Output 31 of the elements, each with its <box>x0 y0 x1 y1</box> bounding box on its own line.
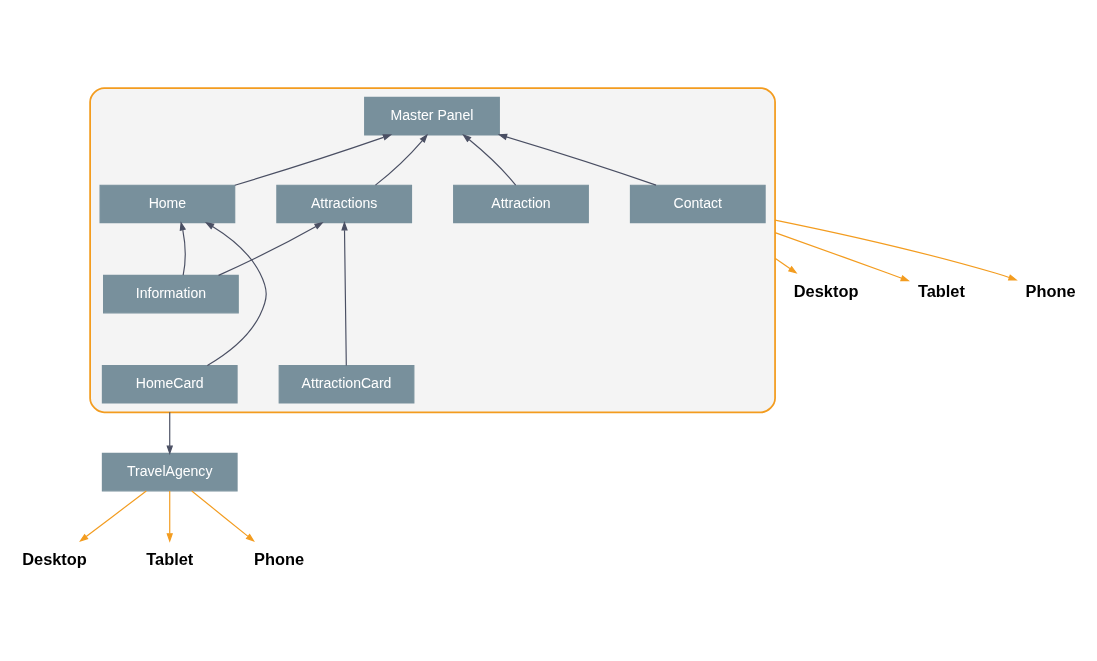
node-text: Phone <box>1025 281 1076 300</box>
node-box: Attraction <box>453 184 589 223</box>
arrow <box>179 220 187 276</box>
arrow <box>166 489 173 543</box>
node-box: TravelAgency <box>101 452 238 491</box>
node-box: HomeCard <box>101 364 238 404</box>
arrow <box>774 257 798 274</box>
node-text: Tablet <box>917 281 965 300</box>
node-text: Desktop <box>793 281 859 300</box>
node-box: Attractions <box>276 184 413 223</box>
node-box: Contact <box>629 184 766 223</box>
cluster <box>89 86 776 413</box>
node-text: Desktop <box>22 549 87 568</box>
arrow <box>166 411 173 455</box>
arrow <box>462 133 517 186</box>
node-box: Information <box>103 274 239 313</box>
arrow <box>218 221 324 276</box>
arrow <box>234 133 393 186</box>
arrow <box>191 489 255 542</box>
arrow <box>374 133 429 186</box>
arrow <box>79 489 147 542</box>
arrow <box>204 221 267 366</box>
node-box: Master Panel <box>364 96 500 135</box>
arrow <box>497 133 657 186</box>
node-text: Tablet <box>146 549 194 568</box>
arrow <box>341 220 348 366</box>
arrow <box>774 219 1018 280</box>
node-text: Phone <box>254 549 305 568</box>
node-box: AttractionCard <box>278 364 415 404</box>
node-box: Home <box>99 184 236 223</box>
arrow <box>774 231 910 281</box>
